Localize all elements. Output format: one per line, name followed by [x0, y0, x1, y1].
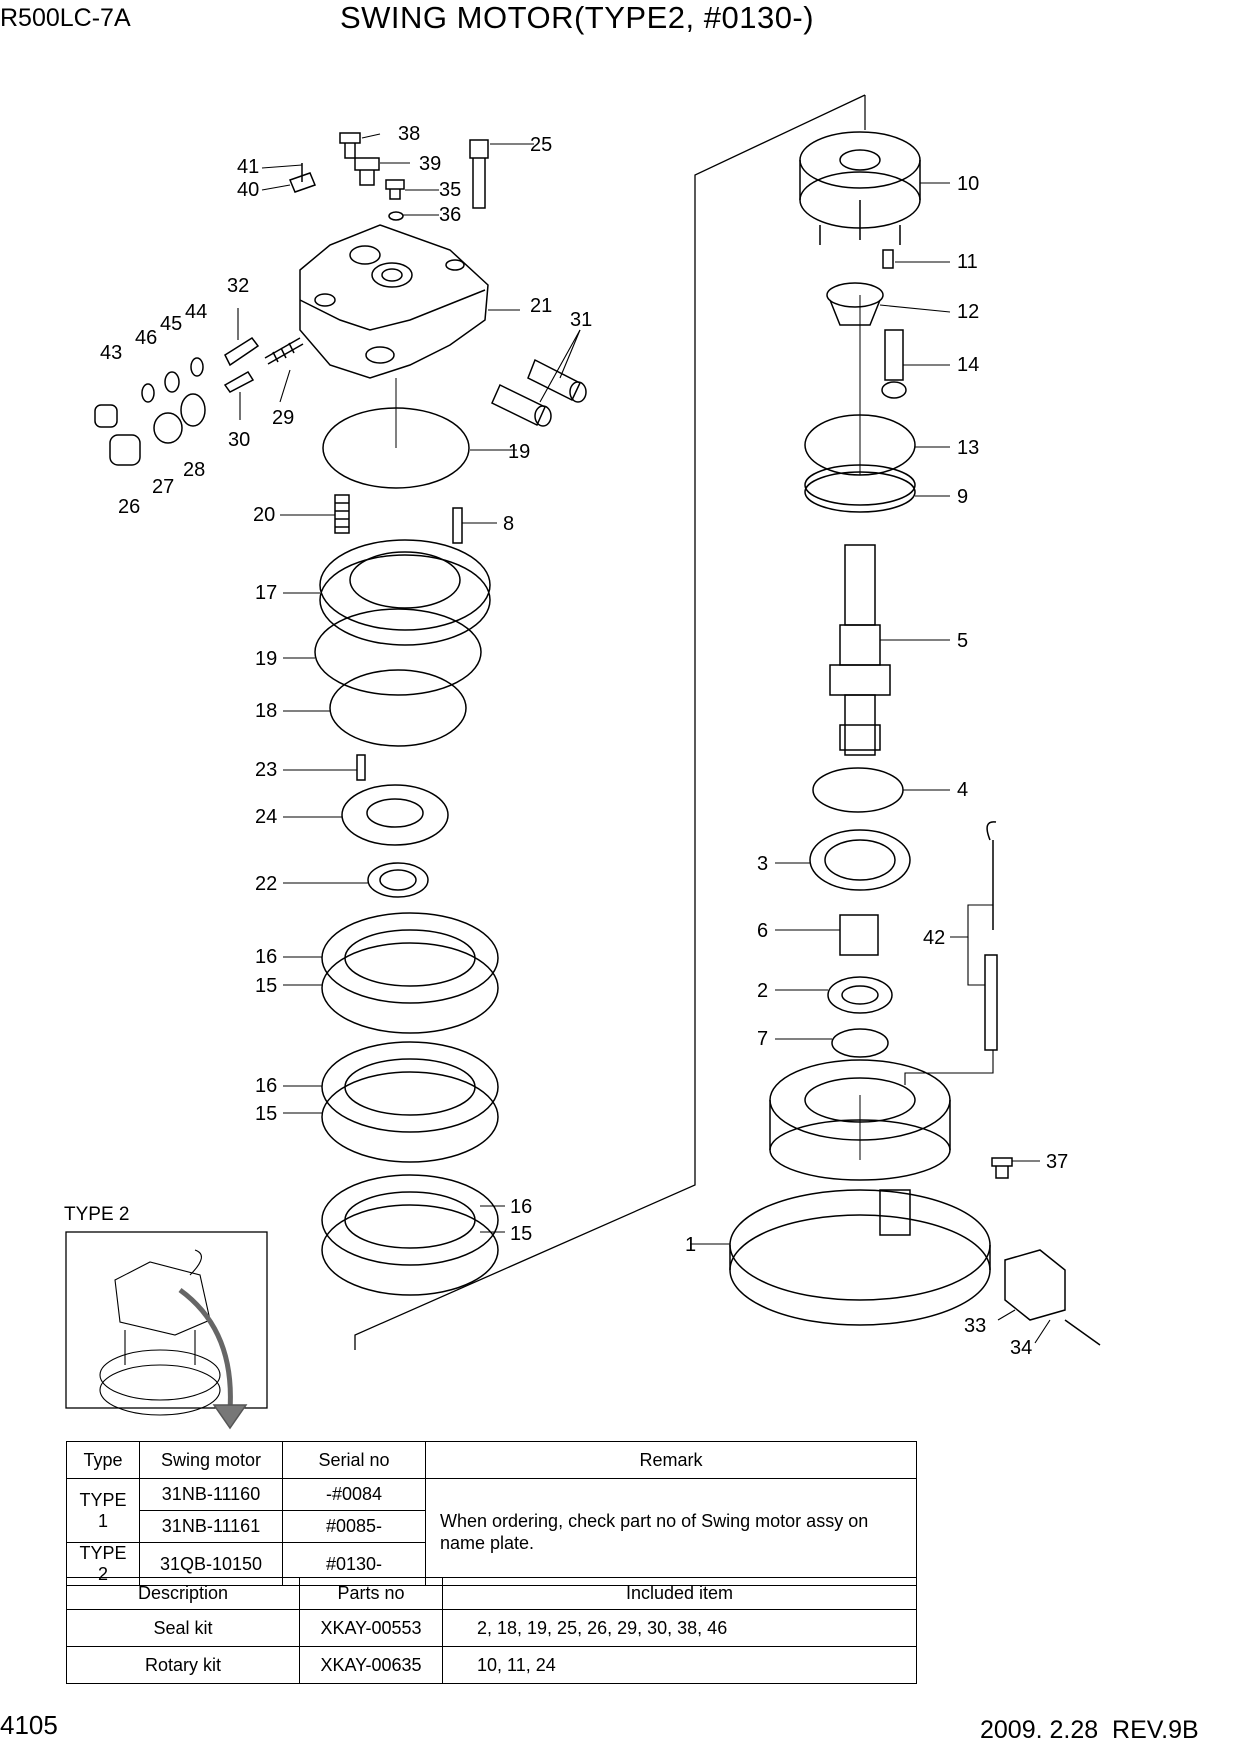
type-header: Type — [66, 1441, 140, 1479]
table-row: 31NB-11161 #0085- — [67, 1510, 917, 1543]
callout-7: 7 — [757, 1028, 768, 1050]
page-title: SWING MOTOR(TYPE2, #0130-) — [340, 0, 815, 35]
type2-inset-illustration — [99, 1249, 221, 1416]
table-row: TYPE 1 31NB-11160 -#0084 When ordering, … — [66, 1478, 917, 1586]
callout-15c: 15 — [510, 1223, 532, 1245]
callout-41: 41 — [237, 156, 259, 178]
revision-date: 2009. 2.28 REV.9B — [980, 1716, 1199, 1744]
callout-35: 35 — [439, 179, 461, 201]
description-header: Description — [66, 1577, 300, 1610]
callout-27: 27 — [152, 476, 174, 498]
callout-1: 1 — [685, 1234, 696, 1256]
callout-29: 29 — [272, 407, 294, 429]
callout-42: 42 — [923, 927, 945, 949]
description-cell: Rotary kit — [66, 1646, 300, 1684]
callout-3: 3 — [757, 853, 768, 875]
table-row: Rotary kit XKAY-00635 10, 11, 24 — [66, 1646, 917, 1684]
callout-2: 2 — [757, 980, 768, 1002]
serial-cell: #0085- — [282, 1510, 426, 1543]
remark-header: Remark — [425, 1441, 917, 1479]
callout-12: 12 — [957, 301, 979, 323]
callout-14: 14 — [957, 354, 979, 376]
callout-24: 24 — [255, 806, 277, 828]
callout-46: 46 — [135, 327, 157, 349]
callout-32: 32 — [227, 275, 249, 297]
callout-33: 33 — [964, 1315, 986, 1337]
callout-31: 31 — [570, 309, 592, 331]
callout-4: 4 — [957, 779, 968, 801]
callout-44: 44 — [185, 301, 207, 323]
callout-6: 6 — [757, 920, 768, 942]
table-row: Seal kit XKAY-00553 2, 18, 19, 25, 26, 2… — [66, 1609, 917, 1647]
callout-labels: 38 25 41 39 40 35 36 10 11 32 21 12 45 4… — [100, 123, 1068, 1359]
motor-cell: 31NB-11160 — [139, 1478, 283, 1511]
callout-9: 9 — [957, 486, 968, 508]
cylinder-block — [799, 131, 921, 245]
callout-20: 20 — [253, 504, 275, 526]
swing-motor-header: Swing motor — [139, 1441, 283, 1479]
kit-table: Description Parts no Included item Seal … — [66, 1577, 917, 1684]
included-cell: 2, 18, 19, 25, 26, 29, 30, 38, 46 — [442, 1609, 917, 1647]
motor-cell: 31NB-11161 — [139, 1510, 283, 1543]
included-cell: 10, 11, 24 — [442, 1646, 917, 1684]
callout-16c: 16 — [510, 1196, 532, 1218]
callout-23: 23 — [255, 759, 277, 781]
callout-40: 40 — [237, 179, 259, 201]
type-cell: TYPE 1 — [66, 1478, 140, 1543]
callout-37: 37 — [1046, 1151, 1068, 1173]
callout-22: 22 — [255, 873, 277, 895]
friction-plates — [321, 912, 499, 1296]
type-table: Type Swing motor Serial no Remark TYPE 1… — [66, 1441, 917, 1586]
description-cell: Seal kit — [66, 1609, 300, 1647]
motor-housing — [729, 1059, 991, 1326]
callout-36: 36 — [439, 204, 461, 226]
shaft — [829, 544, 891, 756]
callout-16a: 16 — [255, 946, 277, 968]
model-name: R500LC-7A — [0, 4, 131, 32]
callout-17: 17 — [255, 582, 277, 604]
callout-25: 25 — [530, 134, 552, 156]
callout-15a: 15 — [255, 975, 277, 997]
callout-10: 10 — [957, 173, 979, 195]
callout-26: 26 — [118, 496, 140, 518]
remark-cell: When ordering, check part no of Swing mo… — [425, 1478, 917, 1586]
callout-45: 45 — [160, 313, 182, 335]
callout-5: 5 — [957, 630, 968, 652]
callout-28: 28 — [183, 459, 205, 481]
serial-cell: -#0084 — [282, 1478, 426, 1511]
callout-38: 38 — [398, 123, 420, 145]
included-item-header: Included item — [442, 1577, 917, 1610]
callout-39: 39 — [419, 153, 441, 175]
callout-30: 30 — [228, 429, 250, 451]
callout-11: 11 — [957, 251, 978, 273]
callout-13: 13 — [957, 437, 979, 459]
callout-16b: 16 — [255, 1075, 277, 1097]
callout-34: 34 — [1010, 1337, 1032, 1359]
parts-no-cell: XKAY-00635 — [299, 1646, 443, 1684]
parts-no-cell: XKAY-00553 — [299, 1609, 443, 1647]
parts-no-header: Parts no — [299, 1577, 443, 1610]
callout-21: 21 — [530, 295, 552, 317]
callout-18: 18 — [255, 700, 277, 722]
type2-label: TYPE 2 — [64, 1204, 130, 1225]
callout-19b: 19 — [255, 648, 277, 670]
callout-19a: 19 — [508, 441, 530, 463]
plate-17 — [319, 539, 491, 646]
valve-block — [299, 224, 489, 379]
page-number: 4105 — [0, 1710, 58, 1740]
callout-8: 8 — [503, 513, 514, 535]
callout-15b: 15 — [255, 1103, 277, 1125]
type2-inset-frame — [65, 1231, 268, 1409]
callout-43: 43 — [100, 342, 122, 364]
serial-no-header: Serial no — [282, 1441, 426, 1479]
